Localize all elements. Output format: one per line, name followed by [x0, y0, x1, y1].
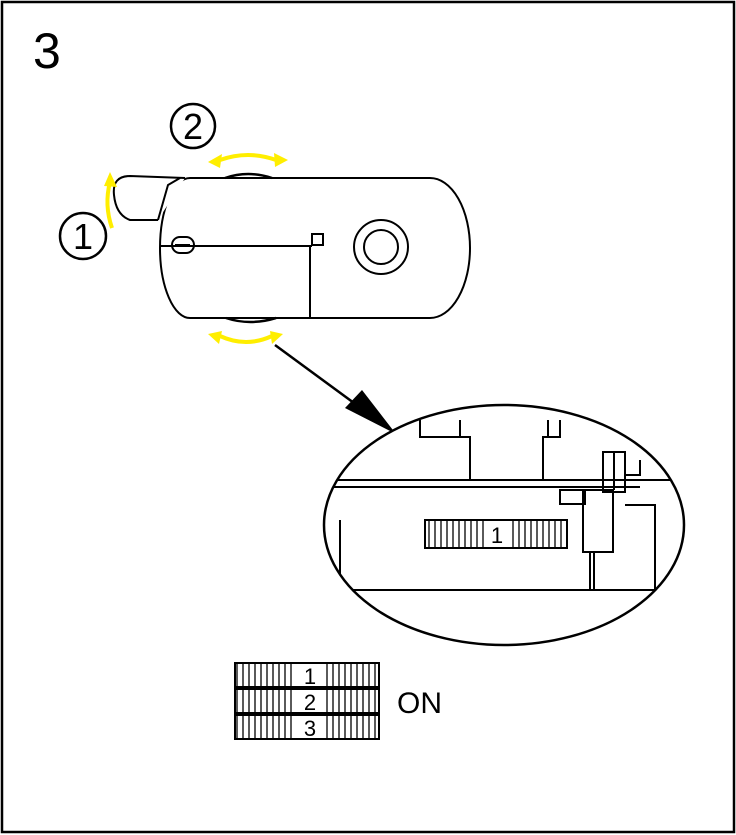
legend-wheel-3: 3: [234, 714, 380, 741]
callout-1: 1: [58, 211, 108, 261]
callout-1-label: 1: [73, 216, 93, 257]
zoom-wheel-digit: 1: [491, 523, 503, 548]
legend-wheel-1-digit: 1: [304, 664, 316, 689]
knob: [353, 219, 409, 275]
zoom-arrow-head: [345, 390, 396, 434]
state-label: ON: [397, 687, 442, 720]
callout-2: 2: [169, 102, 217, 150]
wheel-arrow-top: [219, 153, 277, 162]
zoom-detail: 1: [322, 403, 686, 647]
step-number: 3: [33, 23, 61, 79]
legend-wheel-1: 1: [234, 662, 380, 689]
legend-wheel-2: 2: [234, 688, 380, 715]
wheel-arrow-bottom: [219, 334, 273, 344]
callout-2-label: 2: [183, 106, 203, 147]
legend-wheel-3-digit: 3: [304, 716, 316, 741]
device-body: [112, 172, 471, 324]
legend-wheel-2-digit: 2: [304, 690, 316, 715]
wheel-legend: 1 2 3 ON: [234, 662, 442, 741]
rotate-arrows: [104, 153, 288, 344]
